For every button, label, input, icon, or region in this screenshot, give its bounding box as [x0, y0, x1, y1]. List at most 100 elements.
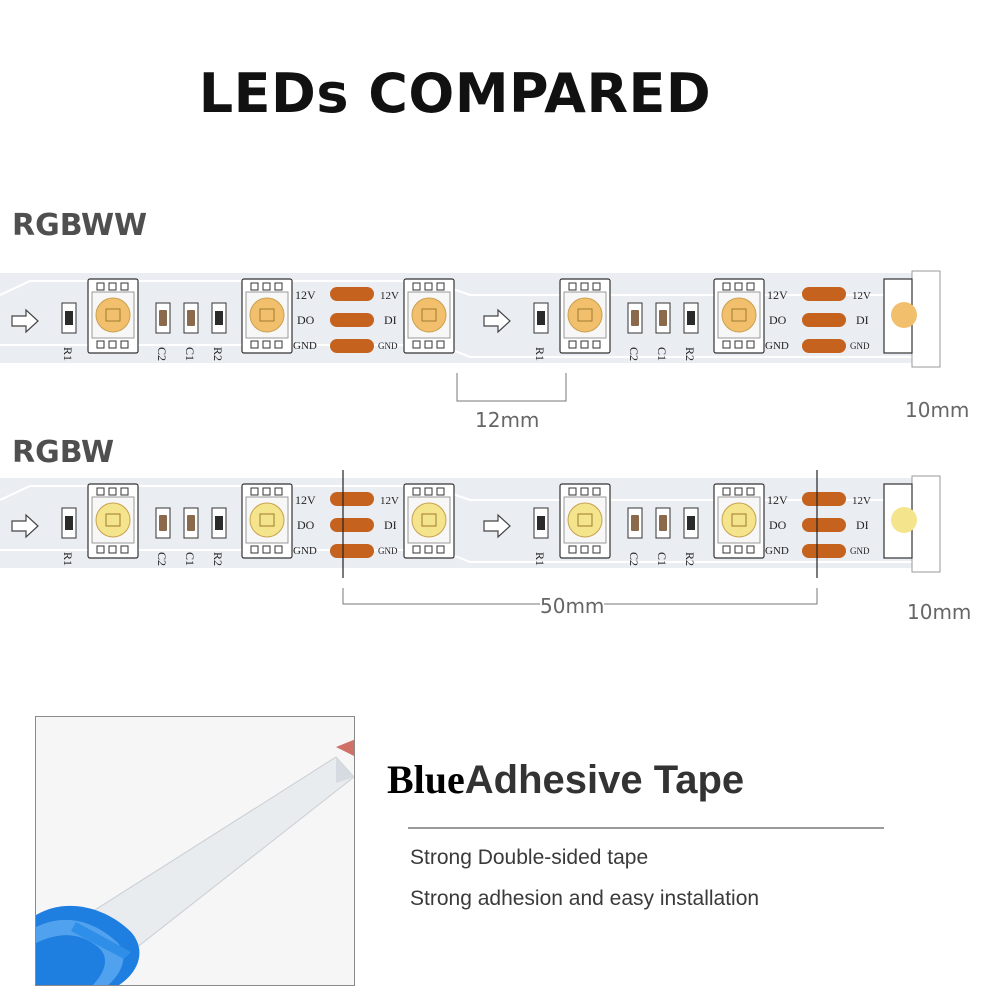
direction-arrow-icon — [11, 308, 39, 334]
led-phosphor — [249, 297, 285, 333]
component-label: R1 — [533, 552, 547, 566]
resistor-body — [65, 311, 73, 325]
capacitor-body — [631, 515, 639, 531]
page-title: LEDs COMPARED — [198, 62, 712, 125]
led-pin — [746, 340, 755, 349]
led-phosphor — [721, 297, 757, 333]
led-die — [105, 513, 121, 527]
led-phosphor — [891, 302, 917, 328]
pad-label-gnd: GND — [765, 545, 789, 557]
pad-label-12v: 12V — [852, 495, 871, 507]
led-pin — [722, 340, 731, 349]
pad-label-do: DO — [297, 518, 315, 532]
strip-width-label: 10mm — [905, 398, 970, 422]
resistor-body — [65, 516, 73, 530]
direction-arrow-icon — [11, 513, 39, 539]
pad-label-12v: 12V — [380, 290, 399, 302]
component-label: R1 — [533, 347, 547, 361]
tape-heading-rest: Adhesive Tape — [464, 758, 745, 802]
led-die — [259, 308, 275, 322]
led-pin — [568, 545, 577, 554]
pad-label-do: DO — [769, 313, 787, 327]
led-phosphor — [95, 502, 131, 538]
led-phosphor — [249, 502, 285, 538]
direction-arrow-icon — [483, 513, 511, 539]
capacitor-body — [159, 515, 167, 531]
led-pin — [250, 340, 259, 349]
led-phosphor — [567, 297, 603, 333]
tape-heading: BlueAdhesive Tape — [387, 756, 744, 803]
led-pin — [250, 282, 259, 291]
led-pin — [250, 545, 259, 554]
led-pin — [746, 282, 755, 291]
resistor-body — [215, 516, 223, 530]
led-die — [577, 513, 593, 527]
cut-spacing-label: 50mm — [540, 594, 605, 618]
solder-pad — [802, 313, 846, 327]
led-pin — [120, 282, 129, 291]
component-label: R2 — [683, 347, 697, 361]
led-pin — [412, 340, 421, 349]
resistor-body — [537, 516, 545, 530]
led-die — [577, 308, 593, 322]
resistor-body — [537, 311, 545, 325]
led-pin — [274, 340, 283, 349]
led-pin — [592, 282, 601, 291]
solder-pad — [330, 339, 374, 353]
pad-label-di: DI — [856, 313, 869, 327]
led-pin — [262, 487, 271, 496]
capacitor-body — [159, 310, 167, 326]
strip-width-label: 10mm — [907, 600, 972, 624]
led-phosphor — [567, 502, 603, 538]
pad-label-12v: 12V — [295, 493, 316, 507]
solder-pad — [330, 518, 374, 532]
solder-pad — [330, 544, 374, 558]
pad-label-di: DI — [856, 518, 869, 532]
led-pin — [424, 545, 433, 554]
pad-label-12v: 12V — [852, 290, 871, 302]
pad-label-gnd: GND — [293, 545, 317, 557]
dimension-bracket — [456, 373, 567, 402]
direction-arrow-icon — [483, 308, 511, 334]
led-pin — [734, 487, 743, 496]
led-phosphor — [891, 507, 917, 533]
led-pin — [746, 545, 755, 554]
pad-label-do: DO — [769, 518, 787, 532]
solder-pad — [330, 492, 374, 506]
component-label: C2 — [155, 347, 169, 361]
led-phosphor — [721, 502, 757, 538]
led-pin — [734, 340, 743, 349]
solder-pad — [802, 518, 846, 532]
component-label: R2 — [683, 552, 697, 566]
strip-label-rgbw: RGBW — [12, 435, 115, 470]
solder-pad — [330, 287, 374, 301]
solder-pad — [802, 287, 846, 301]
led-pin — [120, 487, 129, 496]
led-pin — [734, 282, 743, 291]
pad-label-gnd: GND — [378, 546, 398, 556]
led-pin — [108, 545, 117, 554]
component-label: C2 — [627, 552, 641, 566]
led-pin — [108, 487, 117, 496]
pcb-trace — [0, 344, 912, 358]
solder-pad — [330, 313, 374, 327]
pad-label-gnd: GND — [850, 341, 870, 351]
led-pin — [96, 282, 105, 291]
led-die — [731, 513, 747, 527]
solder-pad — [802, 339, 846, 353]
led-pin — [120, 545, 129, 554]
capacitor-body — [187, 310, 195, 326]
divider — [408, 827, 884, 829]
led-pin — [436, 282, 445, 291]
led-pin — [592, 340, 601, 349]
led-phosphor — [411, 502, 447, 538]
led-pin — [436, 545, 445, 554]
pad-label-gnd: GND — [765, 340, 789, 352]
led-pin — [96, 545, 105, 554]
capacitor-body — [659, 515, 667, 531]
led-pin — [580, 282, 589, 291]
